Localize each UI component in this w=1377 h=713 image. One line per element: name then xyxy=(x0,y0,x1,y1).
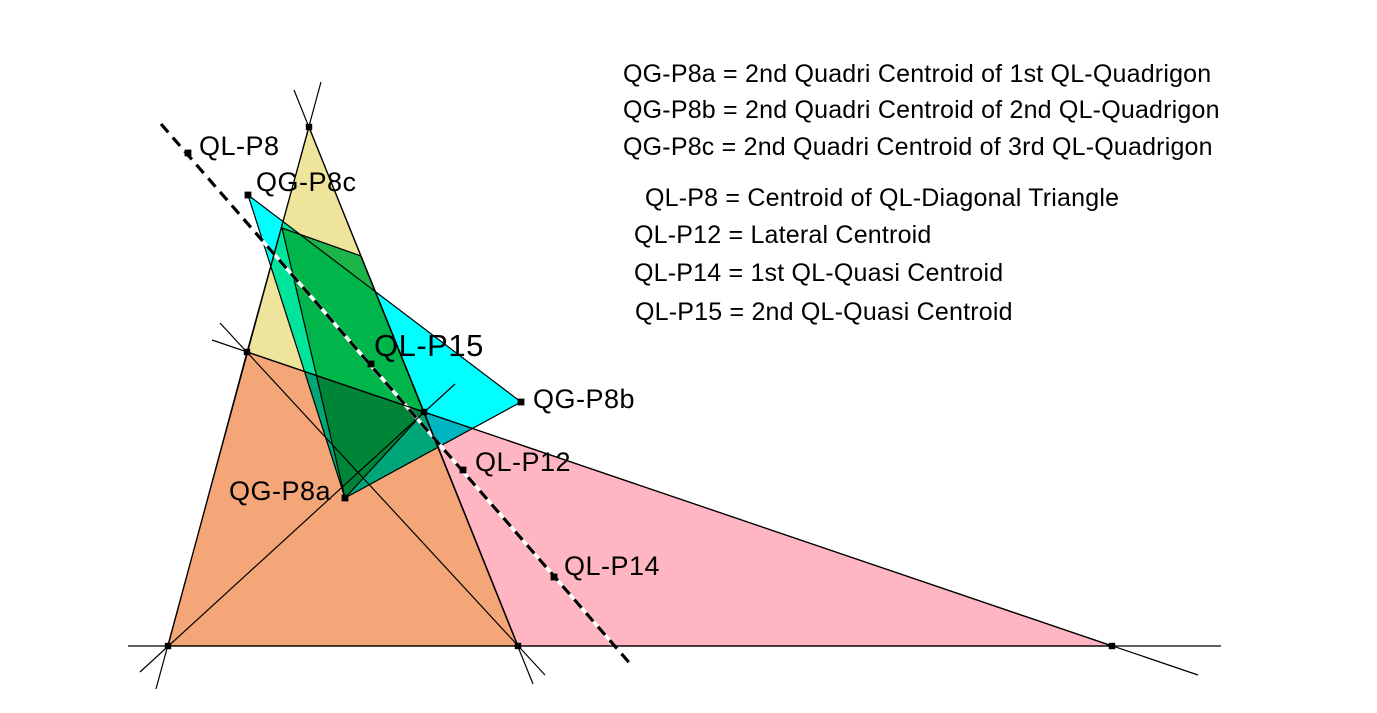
legend-line-qg-p8b: QG-P8b = 2nd Quadri Centroid of 2nd QL-Q… xyxy=(623,96,1220,124)
intersection-marker xyxy=(243,348,251,356)
intersection-marker xyxy=(420,408,428,416)
point-label-ql-p8: QL-P8 xyxy=(199,131,280,161)
point-marker-qg-p8c xyxy=(244,191,252,199)
point-marker-qg-p8b xyxy=(517,398,525,406)
ql-line-shallow xyxy=(211,339,1199,676)
point-label-qg-p8c: QG-P8c xyxy=(256,167,357,197)
point-label-ql-p12: QL-P12 xyxy=(475,447,572,477)
diagonal-2-5 xyxy=(219,322,546,676)
point-marker-ql-p12 xyxy=(459,466,467,474)
legend-line-ql-p15: QL-P15 = 2nd QL-Quasi Centroid xyxy=(635,298,1013,326)
intersection-marker xyxy=(164,642,172,650)
point-label-qg-p8a: QG-P8a xyxy=(229,476,332,506)
legend-line-qg-p8a: QG-P8a = 2nd Quadri Centroid of 1st QL-Q… xyxy=(623,60,1212,88)
point-label-qg-p8b: QG-P8b xyxy=(533,384,636,414)
point-label-ql-p15: QL-P15 xyxy=(374,328,484,363)
legend-line-ql-p8: QL-P8 = Centroid of QL-Diagonal Triangle xyxy=(645,184,1120,212)
legend-line-ql-p14: QL-P14 = 1st QL-Quasi Centroid xyxy=(634,259,1004,287)
point-marker-ql-p15 xyxy=(367,360,375,368)
diagonal-1-6 xyxy=(139,383,456,673)
quadrilateral-lines xyxy=(128,81,1221,690)
point-label-ql-p14: QL-P14 xyxy=(564,551,661,581)
point-marker-ql-p14 xyxy=(550,573,558,581)
ql-line-left-steep xyxy=(155,81,322,690)
point-marker-qg-p8a xyxy=(341,494,349,502)
intersection-marker xyxy=(1108,642,1116,650)
ql-line-mid-steep xyxy=(293,89,534,685)
point-marker-ql-p8 xyxy=(184,149,192,157)
intersection-marker xyxy=(514,642,522,650)
legend-line-ql-p12: QL-P12 = Lateral Centroid xyxy=(634,221,932,249)
intersection-marker xyxy=(305,123,313,131)
legend-line-qg-p8c: QG-P8c = 2nd Quadri Centroid of 3rd QL-Q… xyxy=(623,133,1213,161)
point-markers xyxy=(164,123,1116,650)
